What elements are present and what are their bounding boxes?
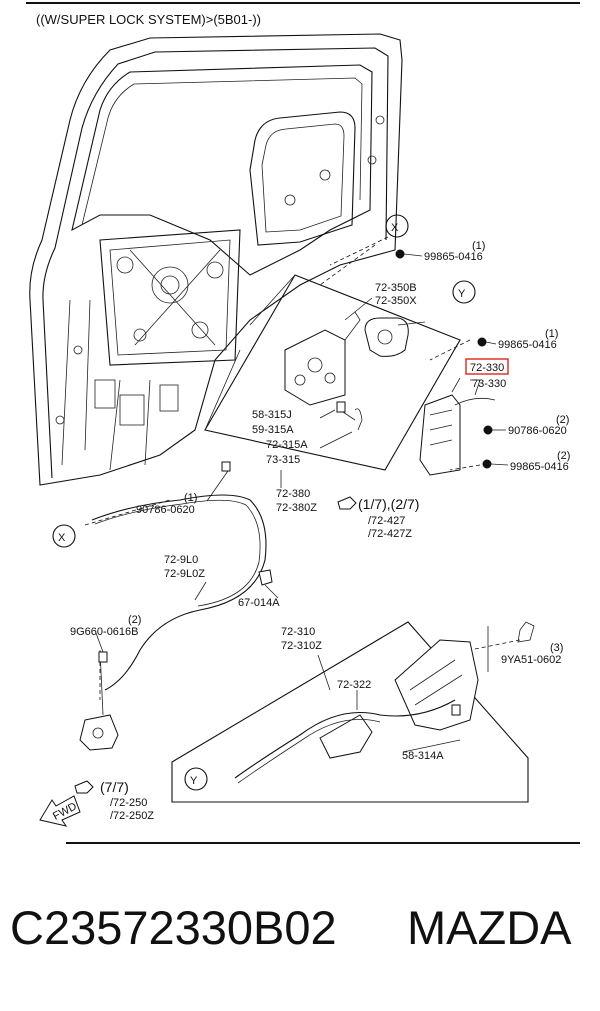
label-part: 9YA51-0602 [501, 654, 561, 666]
handle-detail-box [171, 621, 529, 803]
label-qty: (3) [550, 642, 563, 654]
label-qty: (1) [184, 492, 197, 504]
clip-67-014a [258, 569, 273, 586]
door-frame-illustration [29, 33, 403, 486]
label-part: 72-315A [266, 439, 308, 451]
lock-detail-box [204, 274, 461, 471]
callout-y-top: Y [452, 280, 476, 304]
label-part: 72-350B [375, 282, 417, 294]
label-part: /72-427 [368, 515, 405, 527]
label-part-highlighted: 72-330 [470, 362, 504, 374]
label-part: 72-380 [276, 488, 310, 500]
cable-72-380 [91, 461, 267, 691]
label-part: 72-9L0 [164, 554, 198, 566]
label-qty: (2) [128, 614, 141, 626]
bolt-99865-mid [477, 337, 497, 347]
label-part: 99865-0416 [498, 339, 557, 351]
svg-text:Y: Y [458, 288, 466, 300]
callout-y-lower: Y [184, 767, 208, 791]
label-part: 90786-0620 [508, 425, 567, 437]
label-qty: (1) [472, 240, 485, 252]
lock-rods [336, 401, 363, 431]
label-qty: (2) [557, 450, 570, 462]
label-part: 72-380Z [276, 502, 317, 514]
label-page-ref: (1/7),(2/7) [358, 496, 419, 512]
label-part: 72-9L0Z [164, 568, 205, 580]
svg-text:X: X [58, 532, 66, 544]
label-page-ref: (7/7) [100, 779, 129, 795]
label-part: 72-322 [337, 679, 371, 691]
brand-name: MAZDA [407, 901, 572, 954]
lock-actuator [284, 311, 426, 406]
bolt-90786-right [483, 425, 506, 435]
label-part: 59-315A [252, 424, 294, 436]
callout-x-top: X [385, 214, 409, 238]
highlight-box-72-330 [465, 358, 509, 375]
label-part: 73-330 [472, 378, 506, 390]
svg-text:X: X [391, 222, 399, 234]
callout-x-left: X [52, 524, 76, 548]
projection-lines [84, 236, 521, 700]
label-part: /72-427Z [368, 528, 412, 540]
svg-text:FWD: FWD [51, 800, 79, 822]
fwd-arrow: FWD [39, 795, 81, 827]
label-part: 72-310Z [281, 640, 322, 652]
svg-text:Y: Y [190, 775, 198, 787]
label-part: 58-315J [252, 409, 292, 421]
label-part: 72-310 [281, 626, 315, 638]
label-part: 90786-0620 [136, 504, 195, 516]
label-part: /72-250Z [110, 810, 154, 822]
ref-hand-icon [74, 780, 94, 794]
label-part: 9G660-0616B [70, 626, 139, 638]
label-part: 99865-0416 [424, 251, 483, 263]
label-part: 67-014A [238, 597, 280, 609]
ref-hand-icon [337, 496, 357, 510]
lock-body [419, 379, 496, 476]
label-part: 99865-0416 [510, 461, 569, 473]
part-number: C23572330B02 [10, 901, 337, 954]
label-part: 58-314A [402, 750, 444, 762]
header-title: ((W/SUPER LOCK SYSTEM)>(5B01-)) [36, 12, 261, 27]
inner-handle-assembly [234, 621, 535, 784]
bolt-99865-top [395, 249, 423, 259]
outside-handle-left [79, 649, 119, 751]
label-part: /72-250 [110, 797, 147, 809]
label-part: 72-350X [375, 295, 417, 307]
parts-diagram: ((W/SUPER LOCK SYSTEM)>(5B01-)) [26, 2, 580, 844]
bolt-99865-low [482, 459, 509, 469]
label-qty: (2) [556, 414, 569, 426]
label-part: 73-315 [266, 454, 300, 466]
label-qty: (1) [545, 328, 558, 340]
part-number-footer: C23572330B02 MAZDA [0, 900, 600, 970]
